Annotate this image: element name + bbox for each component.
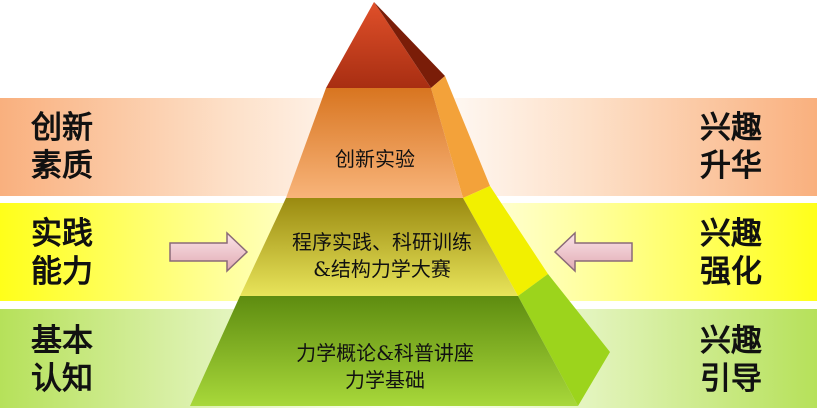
left-label-middle: 实践 能力 (31, 216, 93, 290)
level-middle-line1: 程序实践、科研训练 (292, 230, 472, 254)
pyramid-level-lower (190, 274, 610, 406)
arrow-left-icon (553, 231, 633, 273)
level-middle-line2: &结构力学大赛 (313, 257, 451, 281)
right-label-bottom: 兴趣 引导 (700, 323, 762, 397)
left-label-top: 创新 素质 (31, 110, 93, 184)
right-label-middle: 兴趣 强化 (700, 216, 762, 290)
pyramid-level-upper (286, 76, 490, 198)
left-label-bottom: 基本 认知 (31, 323, 93, 397)
level-upper-line1: 创新实验 (335, 147, 415, 171)
level-middle-text: 程序实践、科研训练 &结构力学大赛 (262, 229, 502, 283)
right-label-top: 兴趣 升华 (700, 110, 762, 184)
arrow-right-icon (169, 231, 249, 273)
pyramid-level-middle (240, 186, 548, 296)
pyramid-apex (326, 2, 445, 88)
level-upper-text: 创新实验 (290, 146, 460, 173)
level-lower-text: 力学概论&科普讲座 力学基础 (260, 340, 510, 394)
level-lower-line1: 力学概论&科普讲座 (296, 341, 474, 365)
level-lower-line2: 力学基础 (345, 368, 425, 392)
